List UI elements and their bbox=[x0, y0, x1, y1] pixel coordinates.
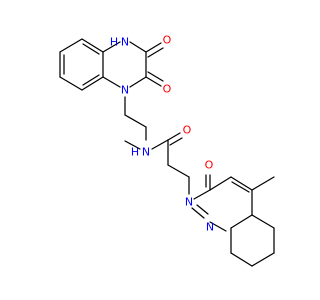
bond bbox=[209, 221, 227, 232]
bond-layer bbox=[59, 38, 275, 267]
bond bbox=[59, 76, 83, 91]
bond bbox=[124, 140, 141, 150]
atom-label-n-cinn-1: N bbox=[185, 196, 193, 209]
bond bbox=[129, 76, 147, 88]
atom-label-o-cinnolinone: O bbox=[205, 159, 214, 172]
bond bbox=[151, 139, 169, 150]
bond bbox=[81, 38, 104, 53]
bond bbox=[251, 176, 275, 191]
atom-label-layer: H N O O N N H O O N N bbox=[110, 34, 214, 234]
bond bbox=[230, 252, 253, 267]
bond bbox=[167, 164, 190, 178]
bond bbox=[147, 47, 164, 58]
atom-label-o-top-right: O bbox=[163, 34, 172, 47]
bond-double-inner bbox=[82, 74, 100, 86]
bond bbox=[191, 207, 205, 219]
atom-label-n-top: N bbox=[121, 36, 129, 49]
bond bbox=[230, 214, 253, 229]
bond bbox=[145, 76, 162, 87]
bond bbox=[145, 42, 162, 53]
molecule-structure-drawing: H N O O N N H O O N N bbox=[59, 34, 275, 267]
bond bbox=[251, 214, 275, 229]
bond-double-inner bbox=[82, 43, 100, 55]
bond bbox=[196, 204, 209, 215]
atom-label-n-amide: N bbox=[142, 146, 150, 159]
bond bbox=[209, 176, 232, 191]
bond bbox=[147, 71, 164, 82]
atom-label-h-amide: H bbox=[131, 146, 139, 159]
bond bbox=[59, 38, 83, 53]
bond bbox=[81, 76, 104, 91]
bond bbox=[102, 41, 121, 53]
bond bbox=[230, 176, 253, 191]
bond bbox=[169, 137, 183, 146]
bond bbox=[129, 41, 147, 53]
bond bbox=[231, 181, 250, 193]
atom-label-o-mid-right: O bbox=[163, 83, 172, 96]
atom-label-h-top: H bbox=[110, 36, 118, 49]
atom-label-n-cinn-2: N bbox=[206, 221, 214, 234]
bond bbox=[251, 252, 275, 267]
bond bbox=[102, 76, 121, 88]
bond bbox=[124, 114, 147, 128]
bond bbox=[167, 132, 181, 141]
atom-label-o-amide: O bbox=[183, 124, 192, 137]
atom-label-n-quinox-lower: N bbox=[121, 84, 129, 97]
bond bbox=[193, 189, 211, 200]
